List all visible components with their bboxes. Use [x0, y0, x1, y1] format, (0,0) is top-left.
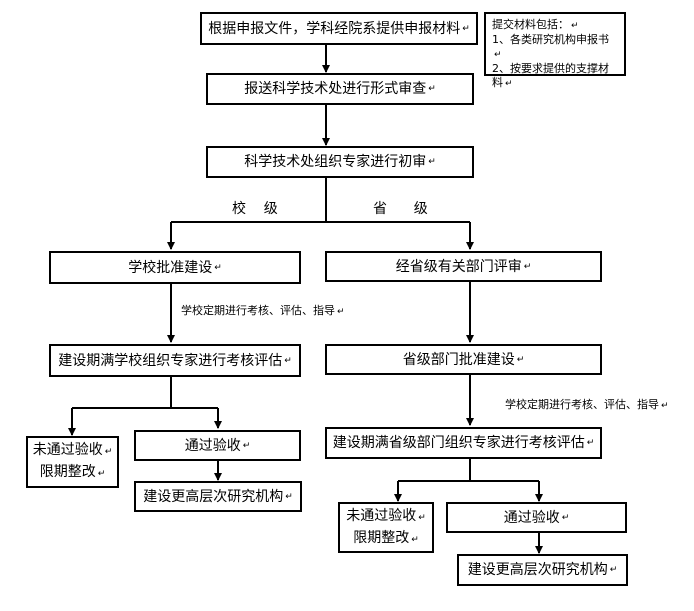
node-submit: 根据申报文件，学科经院系提供申报材料↵: [200, 12, 478, 45]
note-item-2-text: 2、按要求提供的支撑材料: [492, 62, 609, 89]
node-province-review-label: 经省级有关部门评审: [395, 258, 522, 275]
paragraph-mark: ↵: [505, 79, 513, 89]
node-right-fail-text-2: 限期整改: [353, 529, 410, 546]
paragraph-mark: ↵: [571, 21, 579, 31]
paragraph-mark: ↵: [494, 50, 502, 60]
node-right-pass: 通过验收↵: [446, 502, 627, 533]
node-right-higher-label: 建设更高层次研究机构: [467, 562, 608, 578]
node-left-fail: 未通过验收↵ 限期整改↵: [26, 436, 119, 488]
note-title: 提交材料包括：↵: [492, 18, 579, 33]
note-item-1-text: 1、各类研究机构申报书: [492, 33, 609, 46]
paragraph-mark: ↵: [418, 512, 426, 523]
paragraph-mark: ↵: [411, 534, 419, 545]
node-left-fail-text-1: 未通过验收: [32, 442, 103, 458]
paragraph-mark: ↵: [428, 84, 436, 94]
paragraph-mark: ↵: [462, 23, 470, 34]
label-province-guidance: 学校定期进行考核、评估、指导↵: [505, 396, 669, 412]
node-right-fail: 未通过验收↵ 限期整改↵: [338, 502, 434, 553]
node-province-review: 经省级有关部门评审↵: [325, 251, 602, 282]
node-initial-review-label: 科学技术处组织专家进行初审: [244, 154, 427, 170]
node-province-approve: 省级部门批准建设↵: [325, 344, 602, 375]
node-province-eval: 建设期满省级部门组织专家进行考核评估↵: [325, 427, 602, 459]
node-right-higher: 建设更高层次研究机构↵: [457, 554, 628, 586]
node-initial-review: 科学技术处组织专家进行初审↵: [206, 146, 474, 178]
paragraph-mark: ↵: [516, 354, 525, 365]
node-right-fail-text-1: 未通过验收: [346, 507, 417, 524]
label-school-level: 校 级: [232, 201, 278, 217]
node-left-fail-line-2: 限期整改↵: [40, 462, 106, 484]
node-right-fail-line-2: 限期整改↵: [353, 528, 419, 550]
node-left-fail-text-2: 限期整改: [39, 464, 96, 480]
node-school-approve: 学校批准建设↵: [49, 251, 301, 284]
node-left-higher: 建设更高层次研究机构↵: [134, 481, 302, 512]
paragraph-mark: ↵: [284, 355, 292, 366]
paragraph-mark: ↵: [337, 307, 345, 317]
node-province-approve-label: 省级部门批准建设: [402, 351, 515, 368]
paragraph-mark: ↵: [586, 438, 595, 448]
note-box: 提交材料包括：↵ 1、各类研究机构申报书↵ 2、按要求提供的支撑材料↵: [484, 12, 626, 89]
node-formal-review-label: 报送科学技术处进行形式审查: [244, 81, 427, 97]
note-item-2: 2、按要求提供的支撑材料↵: [492, 62, 618, 91]
paragraph-mark: ↵: [97, 469, 106, 479]
node-left-pass-label: 通过验收: [184, 437, 241, 454]
paragraph-mark: ↵: [242, 440, 251, 451]
node-left-fail-line-1: 未通过验收↵: [33, 440, 113, 462]
node-submit-label: 根据申报文件，学科经院系提供申报材料: [208, 20, 461, 37]
paragraph-mark: ↵: [609, 565, 618, 575]
label-province-level: 省 级: [373, 201, 428, 217]
label-province-guidance-text: 学校定期进行考核、评估、指导: [505, 398, 659, 411]
node-school-eval: 建设期满学校组织专家进行考核评估↵: [49, 344, 301, 377]
node-school-approve-label: 学校批准建设: [128, 259, 213, 276]
paragraph-mark: ↵: [104, 447, 113, 457]
paragraph-mark: ↵: [214, 262, 222, 273]
paragraph-mark: ↵: [285, 491, 293, 502]
node-left-higher-label: 建设更高层次研究机构: [143, 488, 284, 505]
note-item-1: 1、各类研究机构申报书 ↵: [492, 33, 618, 62]
node-left-pass: 通过验收↵: [134, 430, 301, 461]
note-title-text: 提交材料包括：: [492, 18, 569, 31]
paragraph-mark: ↵: [428, 157, 436, 167]
paragraph-mark: ↵: [661, 401, 669, 411]
label-school-guidance: 学校定期进行考核、评估、指导↵: [181, 302, 345, 318]
node-formal-review: 报送科学技术处进行形式审查↵: [206, 73, 474, 105]
node-right-pass-label: 通过验收: [503, 509, 560, 526]
node-right-fail-line-1: 未通过验收↵: [346, 506, 426, 528]
node-province-eval-label: 建设期满省级部门组织专家进行考核评估: [332, 435, 585, 451]
paragraph-mark: ↵: [523, 261, 532, 272]
label-school-guidance-text: 学校定期进行考核、评估、指导: [181, 304, 335, 317]
node-school-eval-label: 建设期满学校组织专家进行考核评估: [58, 352, 283, 369]
paragraph-mark: ↵: [561, 512, 570, 523]
